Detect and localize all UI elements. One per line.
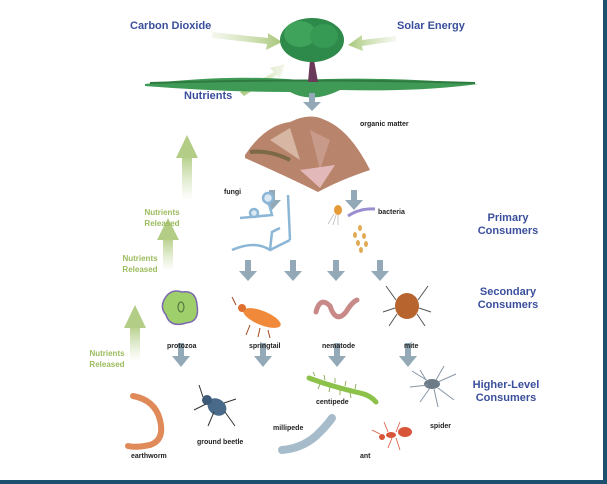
- arrow-down-icon: [239, 260, 257, 281]
- flow-arrows: [172, 93, 417, 367]
- solar-energy-label: Solar Energy: [397, 20, 465, 32]
- nutrients-released-arrow-up-icon: [176, 135, 198, 200]
- bacteria-icon: [327, 205, 376, 253]
- nematode-label: nematode: [322, 343, 356, 350]
- organic-matter-label: organic matter: [360, 121, 409, 128]
- bacteria-label: bacteria: [378, 209, 405, 216]
- fungi-icon: [231, 191, 292, 252]
- arrow-down-icon: [328, 343, 346, 367]
- arrow-down-icon: [345, 190, 363, 210]
- centipede-icon: [306, 371, 379, 405]
- nutrients-released-label: Nutrients Released: [144, 208, 180, 228]
- secondary-consumers-label: Secondary Consumers: [477, 286, 539, 311]
- arrow-down-icon: [327, 260, 345, 281]
- nutrients-label: Nutrients: [184, 90, 233, 102]
- springtail-icon: [231, 296, 281, 339]
- arrow-down-icon: [371, 260, 389, 281]
- nutrients-released-arrow-up-icon: [157, 218, 179, 271]
- earthworm-label: earthworm: [131, 453, 167, 460]
- ant-icon: [371, 421, 412, 451]
- ant-label: ant: [360, 453, 371, 460]
- nutrients-released-label: Nutrients Released: [122, 254, 158, 274]
- protozoa-icon: [161, 290, 199, 326]
- fungi-label: fungi: [224, 189, 242, 196]
- mite-label: mite: [404, 343, 419, 350]
- centipede-label: centipede: [316, 399, 349, 406]
- nutrients-released-arrow-up-icon: [124, 305, 146, 361]
- solar-energy-arrow: [348, 35, 396, 51]
- higher-level-consumers-label: Higher-Level Consumers: [472, 379, 540, 404]
- tree-icon: [280, 18, 344, 82]
- ground-icon: [145, 77, 478, 98]
- organic-matter-icon: [245, 116, 370, 192]
- springtail-label: springtail: [249, 343, 281, 350]
- nutrients-released-label: Nutrients Released: [89, 349, 125, 369]
- primary-consumers-label: Primary Consumers: [477, 212, 539, 237]
- protozoa-label: protozoa: [167, 343, 197, 350]
- millipede-icon: [278, 414, 336, 454]
- nematode-icon: [313, 297, 360, 320]
- carbon-dioxide-label: Carbon Dioxide: [130, 20, 212, 32]
- ground-beetle-label: ground beetle: [197, 439, 244, 446]
- earthworm-icon: [125, 393, 165, 450]
- ground-beetle-icon: [193, 384, 237, 427]
- mite-icon: [382, 285, 432, 327]
- carbon-dioxide-arrow: [212, 32, 282, 50]
- arrow-down-icon: [172, 343, 190, 367]
- arrow-down-icon: [399, 343, 417, 367]
- spider-label: spider: [430, 423, 452, 430]
- arrow-down-icon: [284, 260, 302, 281]
- spider-icon: [409, 365, 457, 408]
- arrow-down-icon: [254, 343, 272, 367]
- arrow-down-icon: [303, 93, 321, 111]
- millipede-label: millipede: [273, 425, 304, 432]
